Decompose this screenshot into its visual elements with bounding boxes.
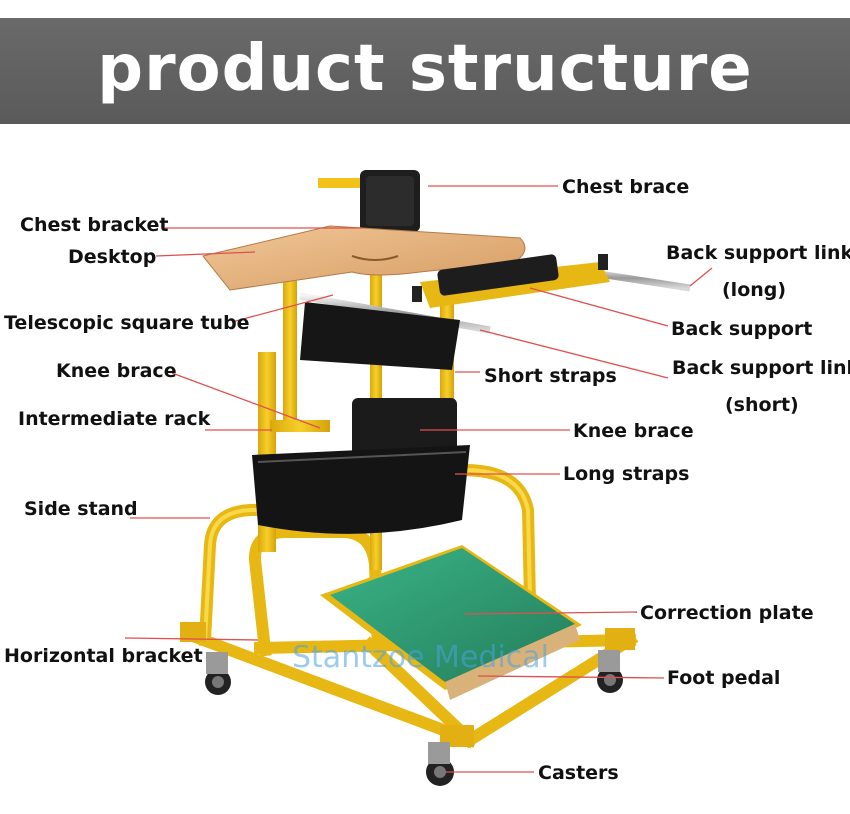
short-straps-bag bbox=[300, 302, 460, 370]
label-casters: Casters bbox=[538, 762, 619, 784]
chest-bracket-arm bbox=[318, 178, 373, 188]
base-frame-highlight bbox=[203, 468, 532, 641]
label-chest-brace: Chest brace bbox=[562, 176, 690, 198]
label-intermediate-rack: Intermediate rack bbox=[18, 408, 211, 430]
label-horizontal-bracket: Horizontal bracket bbox=[4, 645, 203, 667]
label-desktop: Desktop bbox=[68, 246, 157, 268]
correction-plate bbox=[330, 548, 575, 682]
watermark-text: Stantzoe Medical bbox=[292, 640, 549, 675]
label-back-support: Back support bbox=[671, 318, 813, 340]
long-straps-bag bbox=[252, 445, 470, 534]
intermediate-rack-bar bbox=[270, 420, 330, 432]
label-knee-brace-left: Knee brace bbox=[56, 360, 177, 382]
label-short-straps: Short straps bbox=[484, 365, 617, 387]
foot-pedal-board bbox=[445, 624, 580, 700]
back-support-pad bbox=[437, 254, 559, 296]
label-back-support-link-long-1: Back support link bbox=[666, 242, 850, 264]
label-telescopic-square-tube: Telescopic square tube bbox=[4, 312, 250, 334]
label-back-support-link-short-2: (short) bbox=[725, 394, 799, 416]
left-caster-block bbox=[180, 622, 206, 642]
right-caster-block bbox=[605, 628, 635, 650]
page-title: product structure bbox=[97, 32, 753, 106]
front-caster-block bbox=[440, 725, 474, 747]
leader-lines bbox=[124, 185, 713, 773]
mid-column bbox=[283, 265, 297, 425]
label-long-straps: Long straps bbox=[563, 463, 690, 485]
label-knee-brace-right: Knee brace bbox=[573, 420, 694, 442]
label-back-support-link-short-1: Back support link bbox=[672, 357, 850, 379]
desktop-board bbox=[202, 225, 526, 291]
label-back-support-link-long-2: (long) bbox=[722, 279, 787, 301]
label-correction-plate: Correction plate bbox=[640, 602, 814, 624]
label-chest-bracket: Chest bracket bbox=[20, 214, 169, 236]
title-banner: product structure bbox=[0, 18, 850, 124]
label-foot-pedal: Foot pedal bbox=[667, 667, 781, 689]
label-side-stand: Side stand bbox=[24, 498, 138, 520]
